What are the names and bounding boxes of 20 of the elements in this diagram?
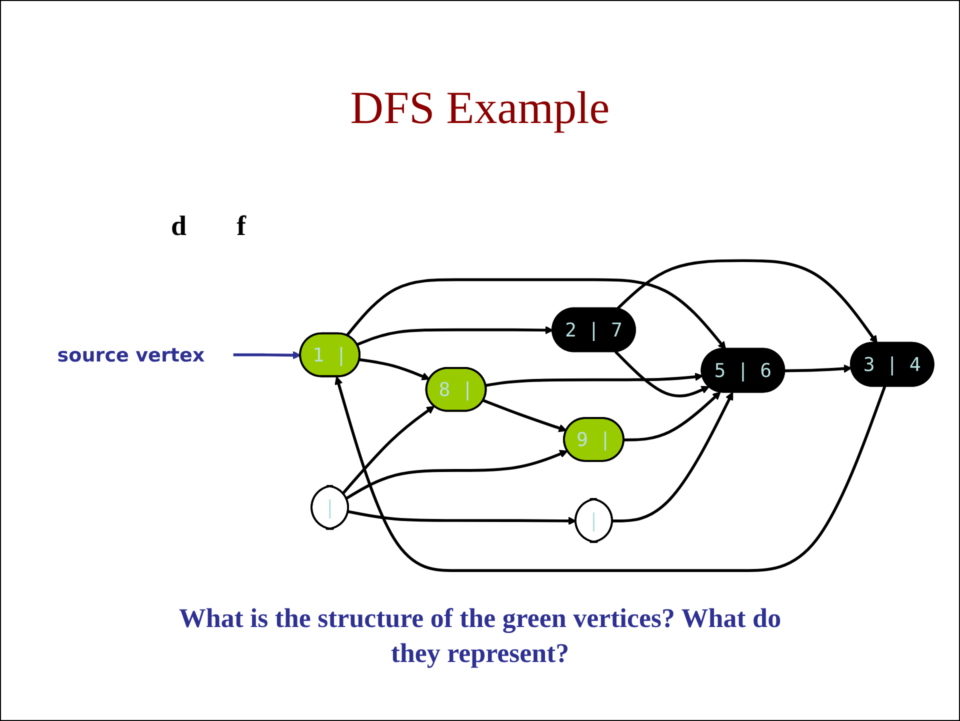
arrow (342, 406, 435, 495)
arrow (624, 392, 721, 442)
node-text: source vertex (57, 344, 205, 367)
arrow (616, 260, 878, 344)
arrow (233, 351, 301, 360)
arrow (334, 376, 886, 572)
arrow (348, 510, 576, 526)
arrow (486, 373, 704, 388)
arrow (359, 358, 430, 381)
slide-title: DFS Example (350, 81, 610, 134)
question-caption: What is the structure of the green vertices? What do they represent? (178, 602, 782, 670)
arrow (612, 392, 734, 523)
arrow (482, 400, 567, 433)
column-label: f (236, 211, 246, 243)
arrow (356, 326, 554, 346)
arrow (346, 450, 568, 500)
arrow (614, 351, 710, 398)
column-label: d (171, 211, 187, 243)
arrow (784, 364, 852, 374)
arrow (346, 278, 726, 350)
